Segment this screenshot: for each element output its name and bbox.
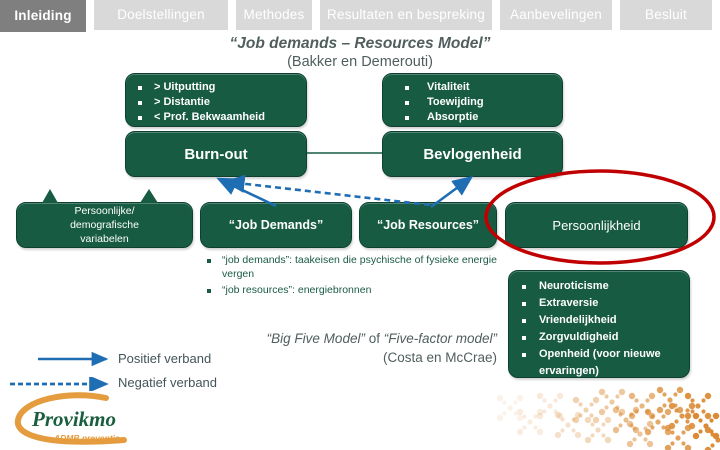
positive-arrow-icon: [38, 352, 109, 366]
definition-item: “job demands”: taakeisen die psychische …: [200, 254, 500, 281]
engagement-box: Bevlogenheid: [382, 131, 563, 177]
burnout-label: Burn-out: [184, 145, 248, 163]
legend-negative-label: Negatief verband: [118, 375, 218, 390]
tab-label: Resultaten en bespreking: [327, 7, 485, 22]
title-main: “Job demands – Resources Model”: [229, 35, 491, 52]
tab-label: Inleiding: [14, 8, 72, 23]
burnout-symptoms-box: > Uitputting > Distantie < Prof. Bekwaam…: [125, 73, 307, 127]
caption-connector: of: [364, 331, 384, 346]
personality-box: Persoonlijkheid: [505, 202, 688, 248]
nav-tabbar: Inleiding Doelstellingen Methodes Result…: [0, 0, 720, 32]
logo-tagline-text: ADMB preventie: [53, 433, 120, 443]
tab-resultaten[interactable]: Resultaten en bespreking: [320, 0, 492, 30]
title-sub: (Bakker en Demerouti): [287, 54, 433, 70]
burnout-box: Burn-out: [125, 131, 307, 177]
list-item: > Distantie: [126, 95, 306, 110]
personal-line: Persoonlijke/: [74, 205, 135, 217]
list-item: < Prof. Bekwaamheid: [126, 110, 306, 125]
decorative-pattern: [496, 386, 720, 450]
caption-quote1: “Big Five Model”: [266, 331, 365, 346]
list-item: Toewijding: [383, 95, 562, 110]
list-item: Extraversie: [509, 295, 689, 312]
job-resources-box: “Job Resources”: [359, 202, 497, 248]
engagement-symptoms-box: Vitaliteit Toewijding Absorptie: [382, 73, 563, 127]
job-demands-label: “Job Demands”: [228, 218, 324, 232]
legend-positive-label: Positief verband: [118, 351, 212, 366]
personal-line: variabelen: [80, 233, 129, 245]
big-five-box: Neuroticisme Extraversie Vriendelijkheid…: [508, 270, 690, 378]
logo-brand-text: Provikmo: [31, 407, 116, 431]
tab-besluit[interactable]: Besluit: [620, 0, 712, 30]
tab-label: Aanbevelingen: [510, 7, 602, 22]
callout-tail: [42, 189, 58, 203]
job-resources-label: “Job Resources”: [376, 218, 480, 232]
personality-label: Persoonlijkheid: [552, 217, 641, 233]
tab-doelstellingen[interactable]: Doelstellingen: [94, 0, 228, 30]
negative-arrow-icon: [10, 377, 109, 391]
engagement-label: Bevlogenheid: [423, 145, 522, 163]
big-five-caption: “Big Five Model” of “Five-factor model” …: [150, 329, 497, 367]
caption-attribution: (Costa en McCrae): [382, 350, 497, 365]
list-item: Openheid (voor nieuwe ervaringen): [509, 346, 689, 380]
list-item: Neuroticisme: [509, 278, 689, 295]
personal-line: demografische: [70, 219, 139, 231]
slide-title: “Job demands – Resources Model” (Bakker …: [60, 35, 660, 70]
definition-item: “job resources”: energiebronnen: [200, 284, 500, 298]
tab-label: Methodes: [243, 7, 305, 22]
list-item: Zorgvuldigheid: [509, 329, 689, 346]
tab-methodes[interactable]: Methodes: [236, 0, 312, 30]
personal-variables-box: Persoonlijke/ demografische variabelen: [16, 202, 193, 248]
provikmo-logo: Provikmo ADMB preventie: [14, 392, 127, 445]
list-item: Absorptie: [383, 110, 562, 125]
definitions-list: “job demands”: taakeisen die psychische …: [200, 254, 500, 301]
job-demands-box: “Job Demands”: [200, 202, 352, 248]
list-item: Vitaliteit: [383, 80, 562, 95]
tab-label: Besluit: [645, 7, 687, 22]
list-item: Vriendelijkheid: [509, 312, 689, 329]
logo-swoosh: [14, 392, 127, 445]
tab-label: Doelstellingen: [117, 7, 205, 22]
tab-aanbevelingen[interactable]: Aanbevelingen: [500, 0, 612, 30]
callout-tail: [140, 189, 158, 203]
caption-quote2: “Five-factor model”: [383, 331, 497, 346]
tab-inleiding[interactable]: Inleiding: [0, 0, 86, 32]
list-item: > Uitputting: [126, 80, 306, 95]
